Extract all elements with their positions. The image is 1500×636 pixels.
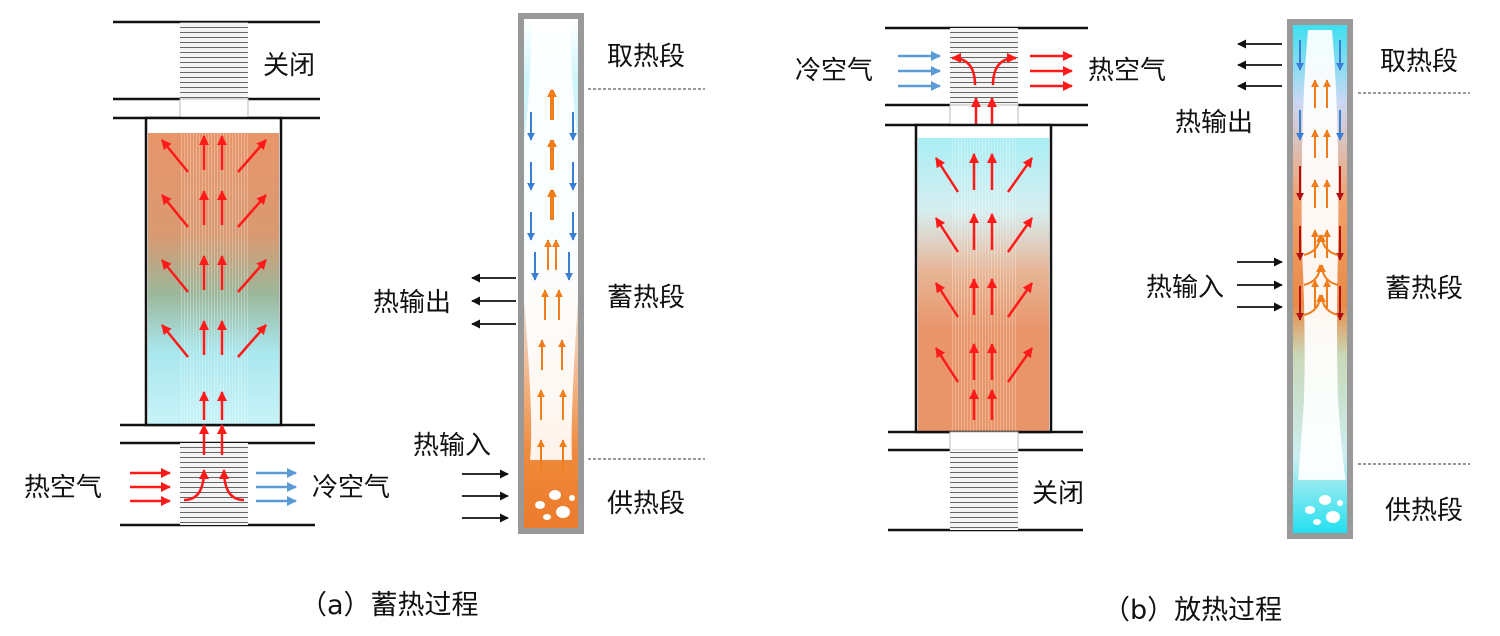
flow-arrow xyxy=(237,139,267,173)
heat-in-label: 热输入 xyxy=(1146,273,1224,303)
flow-arrow xyxy=(1318,264,1339,286)
storage-column xyxy=(144,116,283,427)
zone-label-top: 取热段 xyxy=(1380,47,1458,77)
zone-label-bottom: 供热段 xyxy=(1385,496,1463,526)
caption: （a）蓄热过程 xyxy=(300,590,479,621)
bottom-valve xyxy=(120,423,315,527)
flow-arrow xyxy=(237,259,267,293)
flow-arrow xyxy=(237,194,267,228)
flow-arrow xyxy=(934,217,960,253)
panel-b: 冷空气 热空气 关闭 取热段 xyxy=(795,19,1470,626)
flow-arrow xyxy=(1006,347,1034,383)
zone-label-top: 取热段 xyxy=(607,42,685,72)
heat-in-arrows xyxy=(462,469,509,523)
tube-flow-arrows xyxy=(1296,40,1344,321)
column-flow-arrows xyxy=(934,153,1034,420)
inlet-arrows xyxy=(130,468,245,506)
heat-pipe xyxy=(1287,19,1353,539)
column-flow-arrows xyxy=(161,135,267,455)
flow-arrow xyxy=(161,194,189,228)
zone-label-middle: 蓄热段 xyxy=(607,283,685,313)
flow-arrow xyxy=(934,157,960,193)
top-valve xyxy=(885,26,1088,127)
flow-arrow xyxy=(1006,157,1034,193)
heat-out-arrows xyxy=(471,273,516,329)
zone-label-middle: 蓄热段 xyxy=(1385,274,1463,304)
flow-arrow xyxy=(161,259,189,293)
closed-label: 关闭 xyxy=(1032,479,1084,509)
inlet-label: 冷空气 xyxy=(795,56,873,86)
flow-arrow xyxy=(1318,294,1339,316)
flow-arrow xyxy=(161,139,189,173)
caption: （b）放热过程 xyxy=(1103,595,1282,626)
heat-out-label: 热输出 xyxy=(1175,108,1253,138)
outlet-label: 热空气 xyxy=(1088,56,1166,86)
storage-column xyxy=(914,123,1053,434)
flow-arrow xyxy=(934,347,960,383)
heat-in-label: 热输入 xyxy=(413,431,491,461)
flow-arrow xyxy=(1006,282,1034,318)
flow-arrow xyxy=(1318,234,1339,256)
flow-arrow xyxy=(237,324,267,358)
panel-a: 关闭 热空气 冷空气 xyxy=(24,13,705,621)
closed-label: 关闭 xyxy=(263,51,315,81)
bottom-valve xyxy=(888,430,1083,532)
heat-out-label: 热输出 xyxy=(373,288,451,318)
zone-label-bottom: 供热段 xyxy=(607,489,685,519)
outlet-label: 冷空气 xyxy=(312,473,390,503)
flow-arrow xyxy=(161,324,189,358)
outlet-arrows xyxy=(256,468,297,506)
inlet-arrows xyxy=(898,51,941,91)
flow-arrow xyxy=(1006,217,1034,253)
flow-arrow xyxy=(934,282,960,318)
inlet-label: 热空气 xyxy=(24,473,102,503)
heat-in-arrows xyxy=(1237,257,1283,312)
heat-out-arrows xyxy=(1237,39,1282,91)
tube-flow-arrows xyxy=(527,89,577,470)
